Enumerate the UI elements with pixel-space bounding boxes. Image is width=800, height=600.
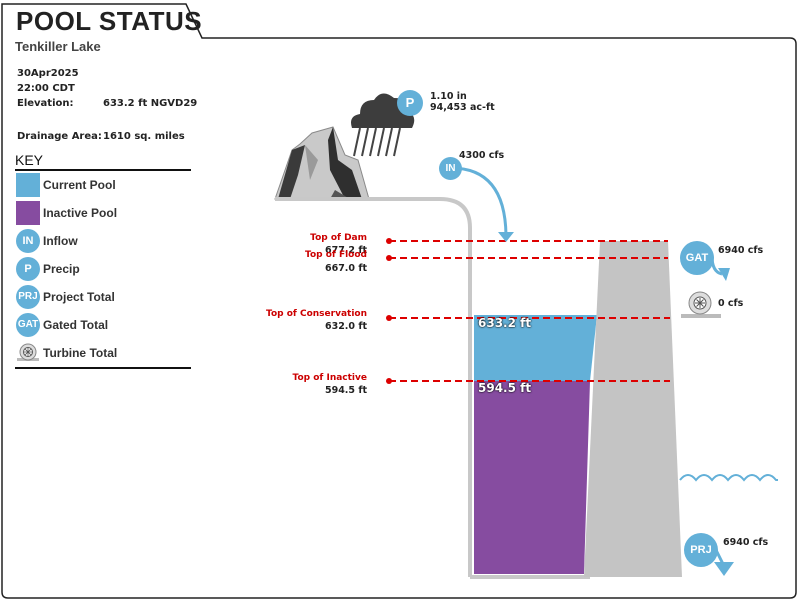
inactive-pool-elevation: 594.5 ft	[478, 381, 532, 395]
precip-volume: 94,453 ac-ft	[430, 102, 495, 113]
turbine-value: 0 cfs	[718, 298, 744, 309]
inflow-badge: IN	[439, 157, 462, 180]
key-title: KEY	[15, 152, 44, 168]
elevation-row: Elevation: 633.2 ft NGVD29	[17, 98, 197, 109]
top-of-conservation-value: 632.0 ft	[324, 321, 367, 332]
key-divider-top	[15, 169, 191, 171]
inflow-value: 4300 cfs	[459, 150, 505, 161]
top-of-conservation-label: Top of Conservation	[266, 309, 367, 319]
page-title: POOL STATUS	[16, 6, 203, 36]
elevation-label: Elevation:	[17, 98, 74, 109]
key-item-label: Inactive Pool	[43, 206, 118, 220]
top-of-dam-label: Top of Dam	[310, 233, 367, 243]
project-value: 6940 cfs	[723, 537, 769, 548]
current-pool	[474, 315, 597, 381]
key-item-label: Current Pool	[43, 178, 116, 192]
key-item-label: Gated Total	[43, 318, 109, 332]
precip-icon: P	[16, 257, 40, 281]
reservoir-bank	[275, 197, 472, 577]
gated-badge: GAT	[680, 241, 714, 275]
mountain-icon	[274, 126, 370, 200]
turbine-icon	[17, 343, 39, 361]
gated-total-icon: GAT	[16, 313, 40, 337]
drainage-row: Drainage Area: 1610 sq. miles	[17, 131, 185, 142]
key-item-label: Inflow	[43, 234, 78, 248]
precip-depth: 1.10 in	[430, 91, 467, 102]
report-date: 30Apr2025	[17, 68, 79, 79]
top-of-flood-value: 667.0 ft	[324, 263, 367, 274]
top-of-inactive-label: Top of Inactive	[292, 373, 367, 383]
inactive-pool	[474, 381, 590, 574]
drainage-label: Drainage Area:	[17, 131, 102, 142]
turbine-icon	[681, 291, 721, 318]
gated-arrowhead	[718, 268, 730, 281]
project-badge: PRJ	[684, 533, 718, 567]
level-lines	[389, 240, 670, 382]
drainage-value: 1610 sq. miles	[103, 131, 185, 142]
inactive-pool-swatch	[16, 201, 40, 225]
key-divider-bottom	[15, 367, 191, 369]
project-total-icon: PRJ	[16, 285, 40, 309]
inflow-arrowhead	[498, 232, 514, 242]
current-pool-elevation: 633.2 ft	[478, 316, 532, 330]
key-item-label: Project Total	[43, 290, 115, 304]
top-of-flood-label: Top of Flood	[305, 250, 367, 260]
key-item-label: Precip	[43, 262, 80, 276]
top-of-inactive-value: 594.5 ft	[324, 385, 367, 396]
project-arrowhead	[714, 562, 734, 576]
tailwater-waves	[679, 474, 778, 482]
precip-badge: P	[397, 90, 423, 116]
key-item-label: Turbine Total	[43, 346, 118, 360]
top-of-dam-value: 677.2 ft	[324, 245, 367, 256]
gated-value: 6940 cfs	[718, 245, 764, 256]
inflow-icon: IN	[16, 229, 40, 253]
level-markers	[386, 238, 392, 384]
current-pool-swatch	[16, 173, 40, 197]
dam	[584, 241, 682, 577]
elevation-value: 633.2 ft NGVD29	[103, 98, 198, 109]
lake-name: Tenkiller Lake	[15, 39, 101, 54]
report-time: 22:00 CDT	[17, 83, 75, 94]
